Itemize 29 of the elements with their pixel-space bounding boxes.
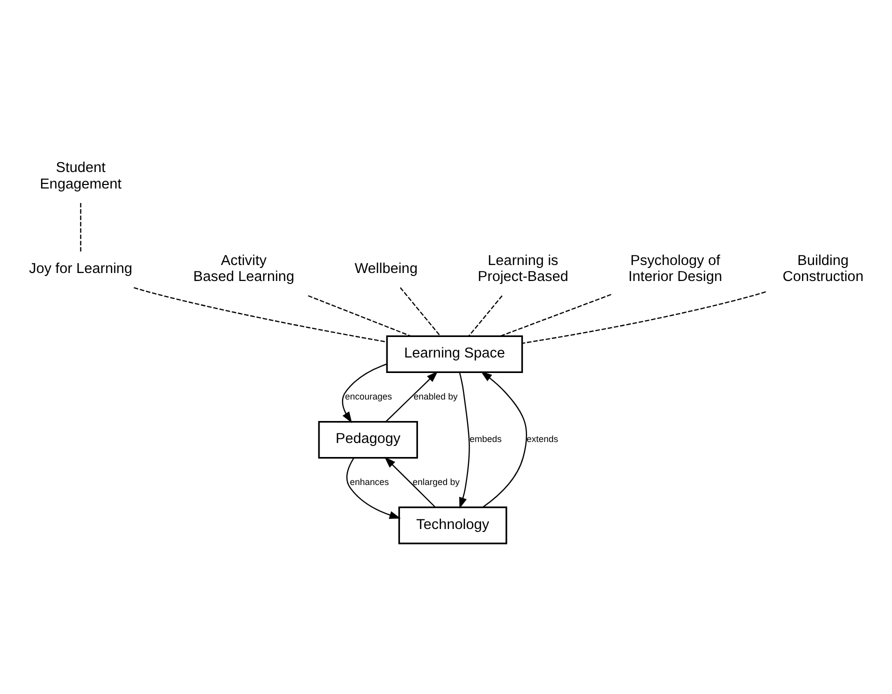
arrow xyxy=(346,458,401,519)
arrow xyxy=(384,456,436,508)
edge-label: extends xyxy=(526,434,558,444)
connector xyxy=(468,295,503,336)
node-text: Building Construction xyxy=(782,252,864,286)
edge-label: enhances xyxy=(350,476,389,487)
edge-label: enabled by xyxy=(414,391,458,402)
edge-label: enlarged by xyxy=(412,476,460,487)
node-box: Technology xyxy=(398,506,508,544)
arrow xyxy=(459,372,470,509)
node-text: Activity Based Learning xyxy=(193,252,294,286)
edge-label: embeds xyxy=(470,434,502,444)
edge-label: encourages xyxy=(345,391,392,402)
node-box: Learning Space xyxy=(386,335,523,374)
node-box: Pedagogy xyxy=(318,420,418,459)
connector xyxy=(400,287,441,337)
node-text: Psychology of Interior Design xyxy=(628,252,722,286)
node-text: Joy for Learning xyxy=(29,260,132,277)
connector xyxy=(308,295,412,337)
connector xyxy=(134,287,387,343)
connector xyxy=(500,294,612,337)
node-text: Student Engagement xyxy=(40,160,122,192)
node-text: Learning is Project-Based xyxy=(478,252,568,286)
arrow xyxy=(342,364,388,424)
connector xyxy=(522,291,766,344)
arrow xyxy=(386,371,438,422)
connector xyxy=(80,202,82,252)
node-text: Wellbeing xyxy=(354,260,418,277)
arrow xyxy=(480,371,528,508)
